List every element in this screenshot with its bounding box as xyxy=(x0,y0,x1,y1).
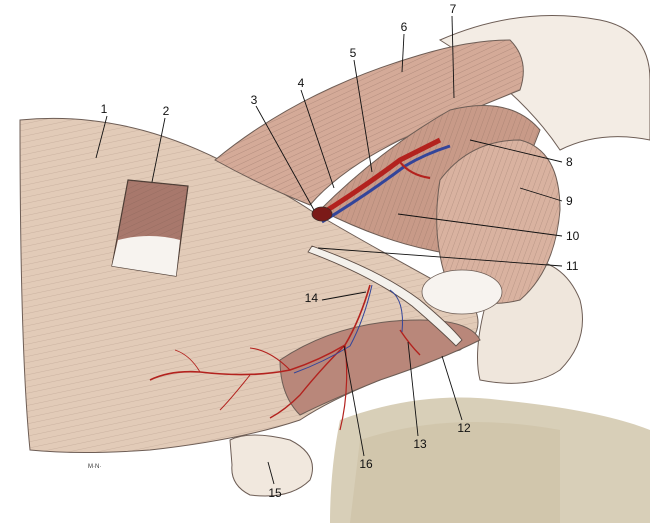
label-13: 13 xyxy=(413,437,427,451)
label-1: 1 xyxy=(101,102,108,116)
upper-muscle-texture xyxy=(215,40,524,205)
label-16: 16 xyxy=(359,457,373,471)
label-12: 12 xyxy=(457,421,471,435)
label-2: 2 xyxy=(163,104,170,118)
label-8: 8 xyxy=(566,155,573,169)
label-7: 7 xyxy=(450,2,457,16)
retractor-band xyxy=(307,245,463,347)
leader-lines xyxy=(95,15,563,485)
muscle-oval-texture xyxy=(436,140,560,304)
label-9: 9 xyxy=(566,194,573,208)
label-14: 14 xyxy=(305,291,319,305)
skin-window-fascia xyxy=(112,236,180,276)
artist-signature: M·N· xyxy=(88,464,101,470)
vein-upper xyxy=(321,144,451,224)
background-drape-shade xyxy=(350,422,560,523)
label-3: 3 xyxy=(251,93,258,107)
tendon-white xyxy=(421,269,503,315)
label-6: 6 xyxy=(401,20,408,34)
label-5: 5 xyxy=(350,46,357,60)
label-4: 4 xyxy=(298,76,305,90)
label-11: 11 xyxy=(566,259,579,273)
lower-muscle-trough xyxy=(279,319,481,416)
vessel-opening xyxy=(311,206,333,222)
lower-vessel-tree xyxy=(149,284,421,431)
label-10: 10 xyxy=(566,229,580,243)
artery-upper xyxy=(316,137,442,219)
skin-tab xyxy=(229,434,313,497)
artery-branch xyxy=(399,161,431,180)
label-15: 15 xyxy=(268,486,282,500)
